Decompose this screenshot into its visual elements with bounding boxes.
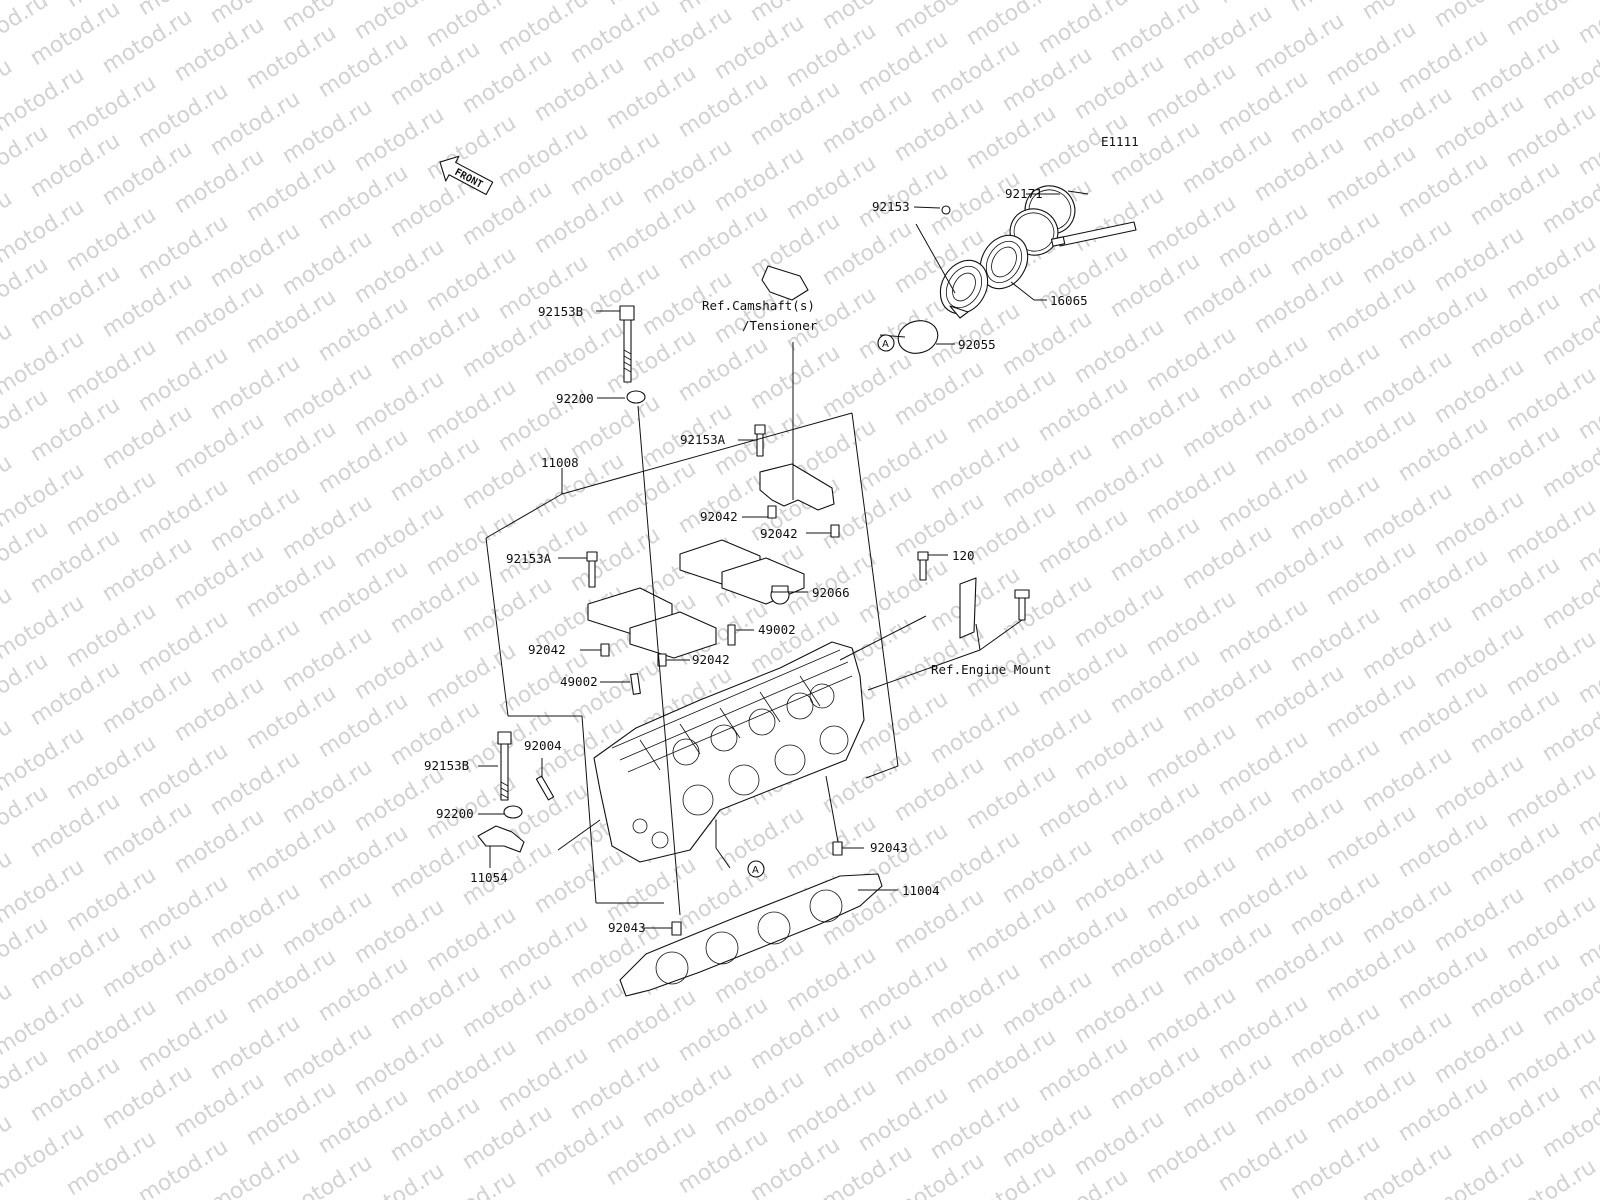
cam-cap-center-part [629,611,717,659]
callout-92055: 92055 [958,337,996,352]
bolt-92153A-upper-part [754,424,766,457]
callout-92042-b: 92042 [760,526,798,541]
stud-92004-part [535,775,555,801]
figure-code: E1111 [1101,134,1139,149]
callout-120: 120 [952,548,975,563]
ref-engine-mount-label: Ref.Engine Mount [931,662,1051,677]
callout-49002-right: 49002 [758,622,796,637]
cam-cap-top-part [759,463,835,511]
callout-92153A-mid: 92153A [680,432,726,447]
callout-92042-c: 92042 [528,642,566,657]
callout-92042-d: 92042 [692,652,730,667]
callout-92153B-top: 92153B [538,304,583,319]
tensioner-bracket-part [761,265,809,301]
marker-a-bottom: A [747,860,765,878]
callout-labels: 92171 92153 16065 92055 Ref.Camshaft(s) … [424,186,1088,935]
pin-49002-left-part [630,672,641,695]
front-arrow-icon: FRONT [439,155,494,196]
callout-11004: 11004 [902,883,940,898]
marker-a-top: A [877,334,895,352]
callout-92043-right: 92043 [870,840,908,855]
dowel-92042-c-part [600,643,610,657]
screw-92153-part [941,205,951,215]
engine-mount-bracket-part [959,577,1030,639]
o-ring-92055-part [897,320,939,354]
bolt-92153B-top-part [619,305,635,383]
callout-92153A-left: 92153A [506,551,552,566]
head-gasket-11004-part [619,873,883,997]
washer-92200-top-part [626,390,646,404]
cylinder-head-part [593,641,865,863]
plug-92066-part [770,585,790,605]
bolt-92153A-left-part [586,551,598,588]
bracket-11054-part [477,825,525,853]
ref-camshaft-label: Ref.Camshaft(s) [702,298,815,313]
marker-a-top-label: A [882,339,889,350]
callout-92066: 92066 [812,585,850,600]
callout-92042-a: 92042 [700,509,738,524]
dowel-92043-right-part [832,841,843,856]
callout-92153B-bottom: 92153B [424,758,469,773]
marker-a-bottom-label: A [752,865,759,876]
callout-11008: 11008 [541,455,579,470]
holder-92153-part [939,259,989,319]
callout-92004: 92004 [524,738,562,753]
callout-92171: 92171 [1005,186,1043,201]
callout-11054: 11054 [470,870,508,885]
dowel-92043-bottom-part [671,921,682,936]
washer-92200-bottom-part [503,805,523,819]
callout-92153-top: 92153 [872,199,910,214]
ref-tensioner-label: /Tensioner [742,318,818,333]
callout-92200-bottom: 92200 [436,806,474,821]
callout-49002-left: 49002 [560,674,598,689]
callout-92200-top: 92200 [556,391,594,406]
callout-92043-bottom: 92043 [608,920,646,935]
bolt-120-part [917,551,929,581]
holder-16065-part [979,234,1029,290]
dowel-92042-b-part [830,524,840,538]
pin-49002-right-part [727,624,736,646]
dowel-92042-a-part [767,505,777,519]
leader-lines [478,190,1089,929]
callout-16065: 16065 [1050,293,1088,308]
bolt-92153B-bottom-part [497,731,512,801]
